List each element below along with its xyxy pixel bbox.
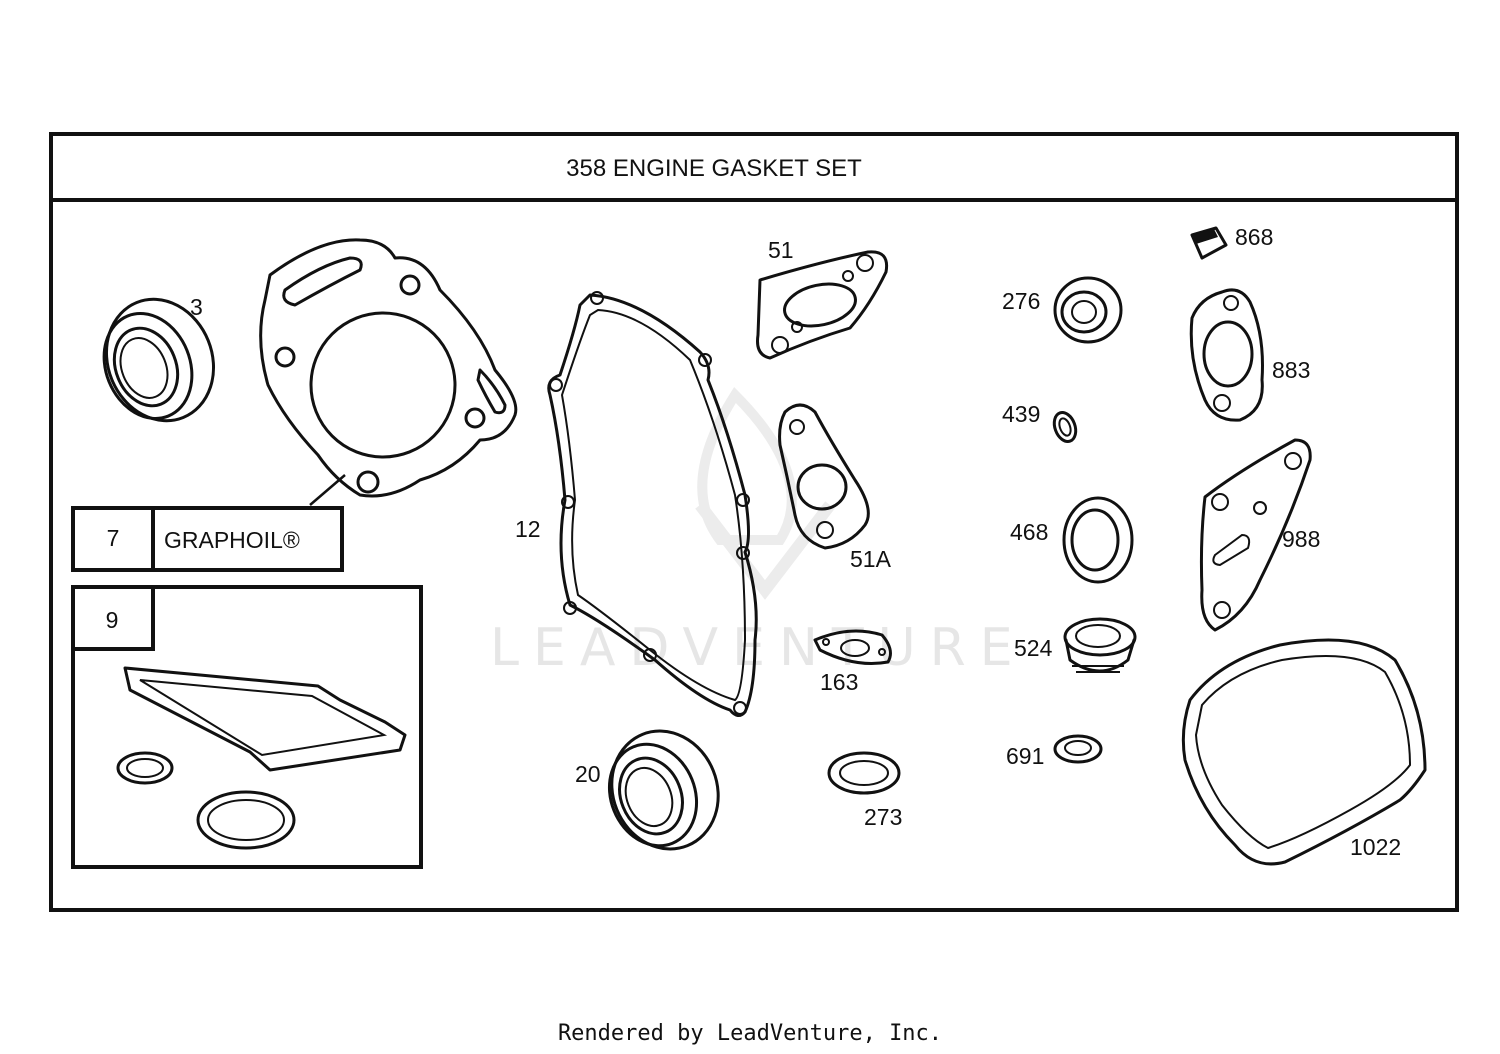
part-12-crankcase-gasket[interactable] xyxy=(547,291,758,717)
part-468-seal[interactable] xyxy=(1062,496,1134,584)
box-7-graphoil[interactable]: 7 GRAPHOIL® xyxy=(71,506,344,572)
box-9-kit[interactable]: 9 xyxy=(71,585,423,869)
label-524: 524 xyxy=(1014,635,1053,661)
label-868: 868 xyxy=(1235,224,1273,250)
part-276-seal[interactable] xyxy=(1053,276,1123,344)
watermark-text: LEADVENTURE xyxy=(490,618,1027,678)
part-1022-gasket[interactable] xyxy=(1181,638,1427,866)
label-163: 163 xyxy=(820,669,858,695)
part-988-gasket[interactable] xyxy=(1199,438,1312,632)
watermark: LEADVENTURE xyxy=(490,387,1027,678)
label-3: 3 xyxy=(190,294,203,320)
part-691-seal[interactable] xyxy=(1053,734,1103,764)
label-276: 276 xyxy=(1002,288,1040,314)
part-51a-exhaust-gasket[interactable] xyxy=(778,403,870,550)
diagram-frame xyxy=(49,132,1459,912)
label-273: 273 xyxy=(864,804,902,830)
part-20-oil-seal[interactable] xyxy=(594,715,735,865)
watermark-v-icon xyxy=(695,501,835,600)
part-51-intake-gasket[interactable] xyxy=(756,250,889,360)
part-273-gasket[interactable] xyxy=(827,751,901,795)
part-163-gasket[interactable] xyxy=(813,629,892,665)
label-12: 12 xyxy=(515,516,541,542)
label-1022: 1022 xyxy=(1350,834,1401,860)
label-468: 468 xyxy=(1010,519,1048,545)
part-868-seal[interactable] xyxy=(1190,226,1228,260)
label-691: 691 xyxy=(1006,743,1044,769)
diagram-title: 358 ENGINE GASKET SET xyxy=(566,155,862,182)
watermark-flame-icon xyxy=(697,387,797,545)
label-51: 51 xyxy=(768,237,794,263)
leader-7 xyxy=(309,474,346,506)
part-524-seal[interactable] xyxy=(1063,617,1137,673)
box-7-label: GRAPHOIL® xyxy=(164,527,300,553)
label-51a: 51A xyxy=(850,546,892,572)
box-7-number: 7 xyxy=(107,525,120,551)
label-439: 439 xyxy=(1002,401,1040,427)
part-439-seal[interactable] xyxy=(1050,409,1079,444)
label-988: 988 xyxy=(1282,526,1320,552)
footer-credit: Rendered by LeadVenture, Inc. xyxy=(558,1021,942,1046)
part-7-head-gasket[interactable] xyxy=(259,238,518,498)
part-883-gasket[interactable] xyxy=(1189,288,1264,422)
label-20: 20 xyxy=(575,761,601,787)
part-3-oil-seal[interactable] xyxy=(89,283,232,437)
box-9-number: 9 xyxy=(106,607,119,633)
label-883: 883 xyxy=(1272,357,1310,383)
